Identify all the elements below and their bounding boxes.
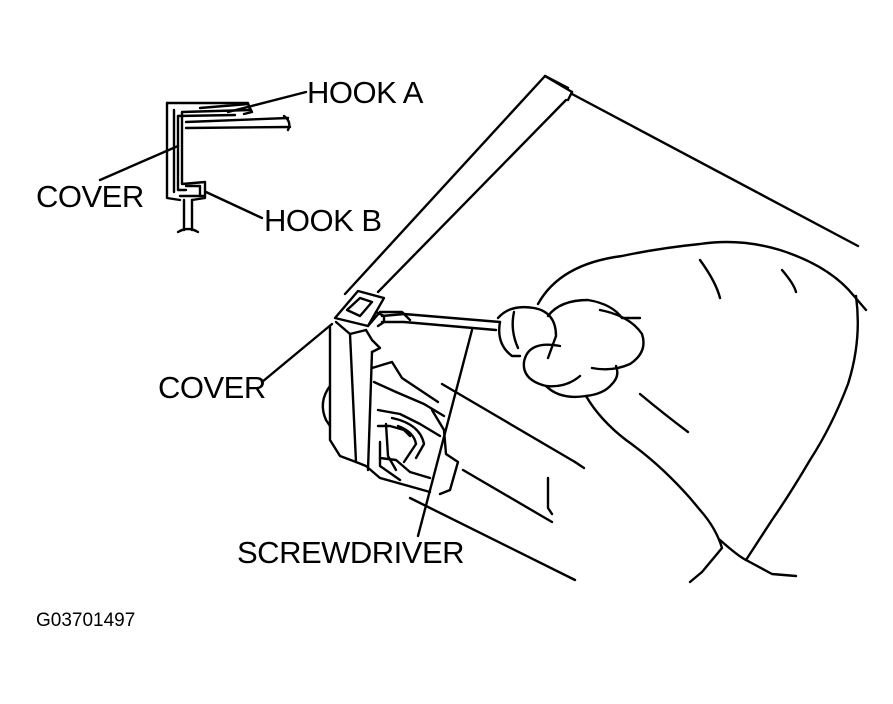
hook-a-label: HOOK A <box>307 75 423 110</box>
cover-cross-section-detail <box>165 101 292 234</box>
rail-assembly <box>343 74 860 582</box>
screwdriver-label: SCREWDRIVER <box>237 535 465 570</box>
hook-b-leader <box>204 190 264 220</box>
figure-code: G03701497 <box>36 610 136 631</box>
cover-detail-leader <box>98 144 180 182</box>
cover-main-leader <box>260 322 334 384</box>
screwdriver <box>374 305 558 360</box>
hand <box>522 240 868 584</box>
screwdriver-leader <box>416 328 474 538</box>
cover-detail-label: COVER <box>36 179 144 214</box>
hook-a-leader <box>226 90 308 114</box>
hook-b-label: HOOK B <box>264 203 382 238</box>
cover-main-label: COVER <box>158 370 266 405</box>
cover-clip <box>321 289 460 496</box>
